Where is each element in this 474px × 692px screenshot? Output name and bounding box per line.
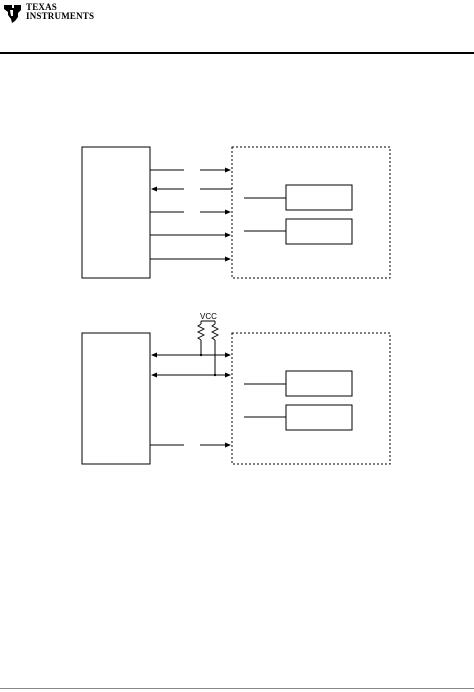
ti-state-logo-icon <box>4 5 21 23</box>
brand-line-1: Texas <box>26 2 58 12</box>
footer-rule <box>0 688 474 689</box>
pullup-resistor-2-icon <box>210 321 220 375</box>
device-block-bottom <box>231 332 391 465</box>
diagram-top <box>81 146 391 279</box>
diagram-bottom: VCC <box>81 312 391 465</box>
device-sub-block-bottom-2 <box>285 404 353 431</box>
vcc-label: VCC <box>200 312 217 321</box>
device-sub-block-top-1 <box>285 184 353 211</box>
header-rule <box>0 52 474 54</box>
page-header: Texas Instruments <box>0 0 474 54</box>
brand-line-2: Instruments <box>26 11 95 21</box>
device-block-top <box>231 146 391 279</box>
junction-dot-2 <box>213 373 217 377</box>
device-sub-block-top-2 <box>285 218 353 245</box>
junction-dot-1 <box>199 353 203 357</box>
host-block-top <box>81 146 151 279</box>
host-block-bottom <box>81 332 151 465</box>
device-sub-block-bottom-1 <box>285 370 353 397</box>
pullup-resistor-1-icon <box>196 321 206 355</box>
company-name: Texas Instruments <box>26 3 94 21</box>
company-logo[interactable]: Texas Instruments <box>2 2 112 24</box>
